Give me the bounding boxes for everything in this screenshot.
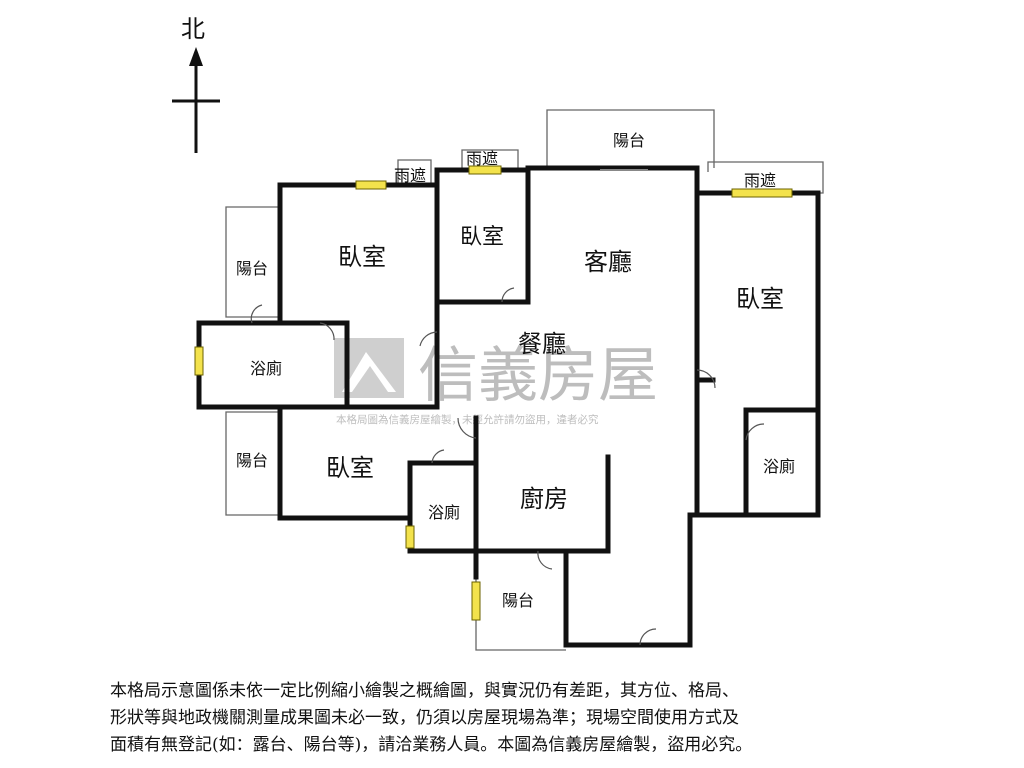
awning-1-outline [397,159,432,184]
watermark: 信義房屋 本格局圖為信義房屋繪製，未經允許請勿盜用，違者必究 [334,338,658,426]
watermark-brand: 信義房屋 [418,341,658,411]
window-north-bedroom [355,180,387,190]
balcony-west-upper-outline [225,206,280,318]
window-east-bedroom [731,188,793,198]
label-awning-3: 雨遮 [744,171,776,190]
label-bedroom-east: 臥室 [736,285,784,313]
label-balcony-west-lower: 陽台 [236,451,268,470]
label-balcony-north: 陽台 [613,131,645,150]
label-kitchen: 廚房 [520,485,568,513]
watermark-notice: 本格局圖為信義房屋繪製，未經允許請勿盜用，違者必究 [336,413,599,426]
label-bedroom-north-small: 臥室 [460,225,504,250]
label-balcony-west-upper: 陽台 [236,259,268,278]
room-labels: 臥室 臥室 臥室 臥室 客廳 餐廳 廚房 浴廁 浴廁 浴廁 陽台 陽台 陽台 陽… [236,131,795,610]
label-awning-2: 雨遮 [466,149,498,168]
window-small-bedroom [468,165,502,175]
label-bathroom-center: 浴廁 [428,503,460,522]
balcony-south-outline [475,577,566,651]
label-bedroom-nw: 臥室 [338,243,386,271]
label-bathroom-west: 浴廁 [250,359,282,378]
compass-arrowhead [189,47,203,66]
windows [194,165,793,621]
label-balcony-south: 陽台 [502,591,534,610]
label-dining-room: 餐廳 [518,330,566,358]
label-living-room: 客廳 [584,248,632,276]
compass: 北 [172,15,220,153]
door-swings [250,287,765,646]
disclaimer-line-1: 本格局示意圖係未依一定比例縮小繪製之概繪圖，與實況仍有差距，其方位、格局、 [110,681,739,701]
balcony-west-lower-outline [225,411,280,516]
window-west-bathroom [194,346,204,376]
label-awning-1: 雨遮 [394,166,426,185]
disclaimer: 本格局示意圖係未依一定比例縮小繪製之概繪圖，與實況仍有差距，其方位、格局、 形狀… [110,678,930,759]
disclaimer-line-2: 形狀等與地政機關測量成果圖未必一致，仍須以房屋現場為準；現場空間使用方式及 [110,708,739,728]
awning-2-outline [461,149,519,169]
compass-north-label: 北 [181,15,205,43]
window-south-balcony [471,581,481,621]
window-center-bathroom [405,525,415,549]
label-bedroom-sw: 臥室 [326,454,374,482]
disclaimer-line-3: 面積有無登記(如：露台、陽台等)，請洽業務人員。本圖為信義房屋繪製，盜用必究。 [110,735,753,755]
label-bathroom-east: 浴廁 [763,457,795,476]
balcony-north-outline [546,109,715,168]
